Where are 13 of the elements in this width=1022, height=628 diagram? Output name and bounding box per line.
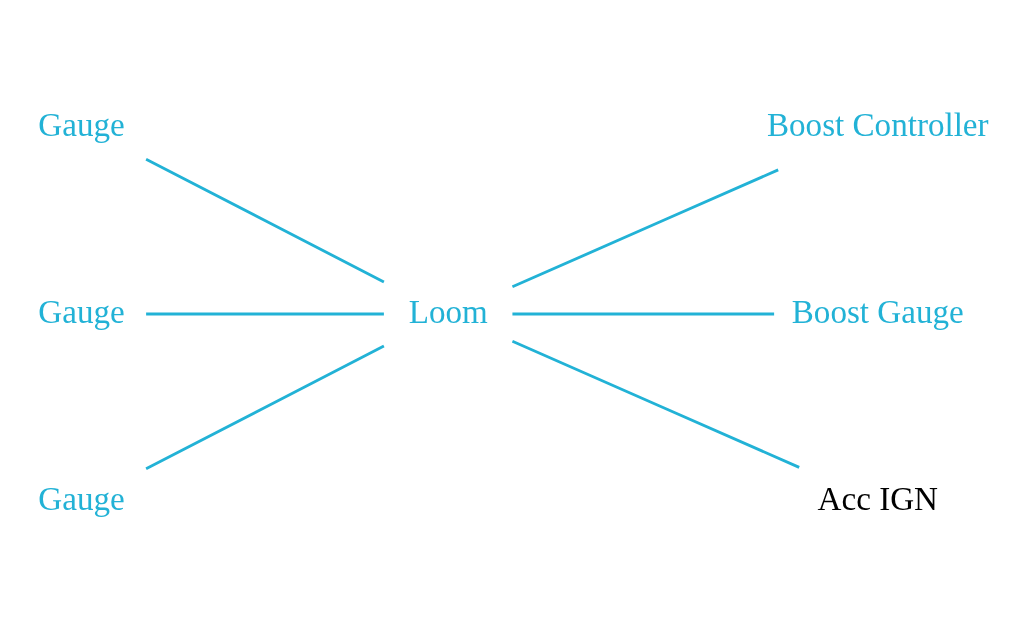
node-text: Loom bbox=[408, 292, 488, 330]
node-text: Gauge bbox=[38, 105, 125, 143]
connector bbox=[146, 312, 384, 316]
connector bbox=[511, 339, 800, 469]
connector bbox=[512, 312, 775, 316]
node-text: Boost Controller bbox=[766, 105, 989, 143]
connector bbox=[511, 168, 779, 289]
connector bbox=[145, 157, 385, 284]
node-text: Gauge bbox=[38, 292, 125, 330]
node-text: Gauge bbox=[38, 479, 125, 517]
node-text: Acc IGN bbox=[817, 479, 938, 517]
connector bbox=[145, 344, 385, 471]
node-text: Boost Gauge bbox=[791, 292, 964, 330]
